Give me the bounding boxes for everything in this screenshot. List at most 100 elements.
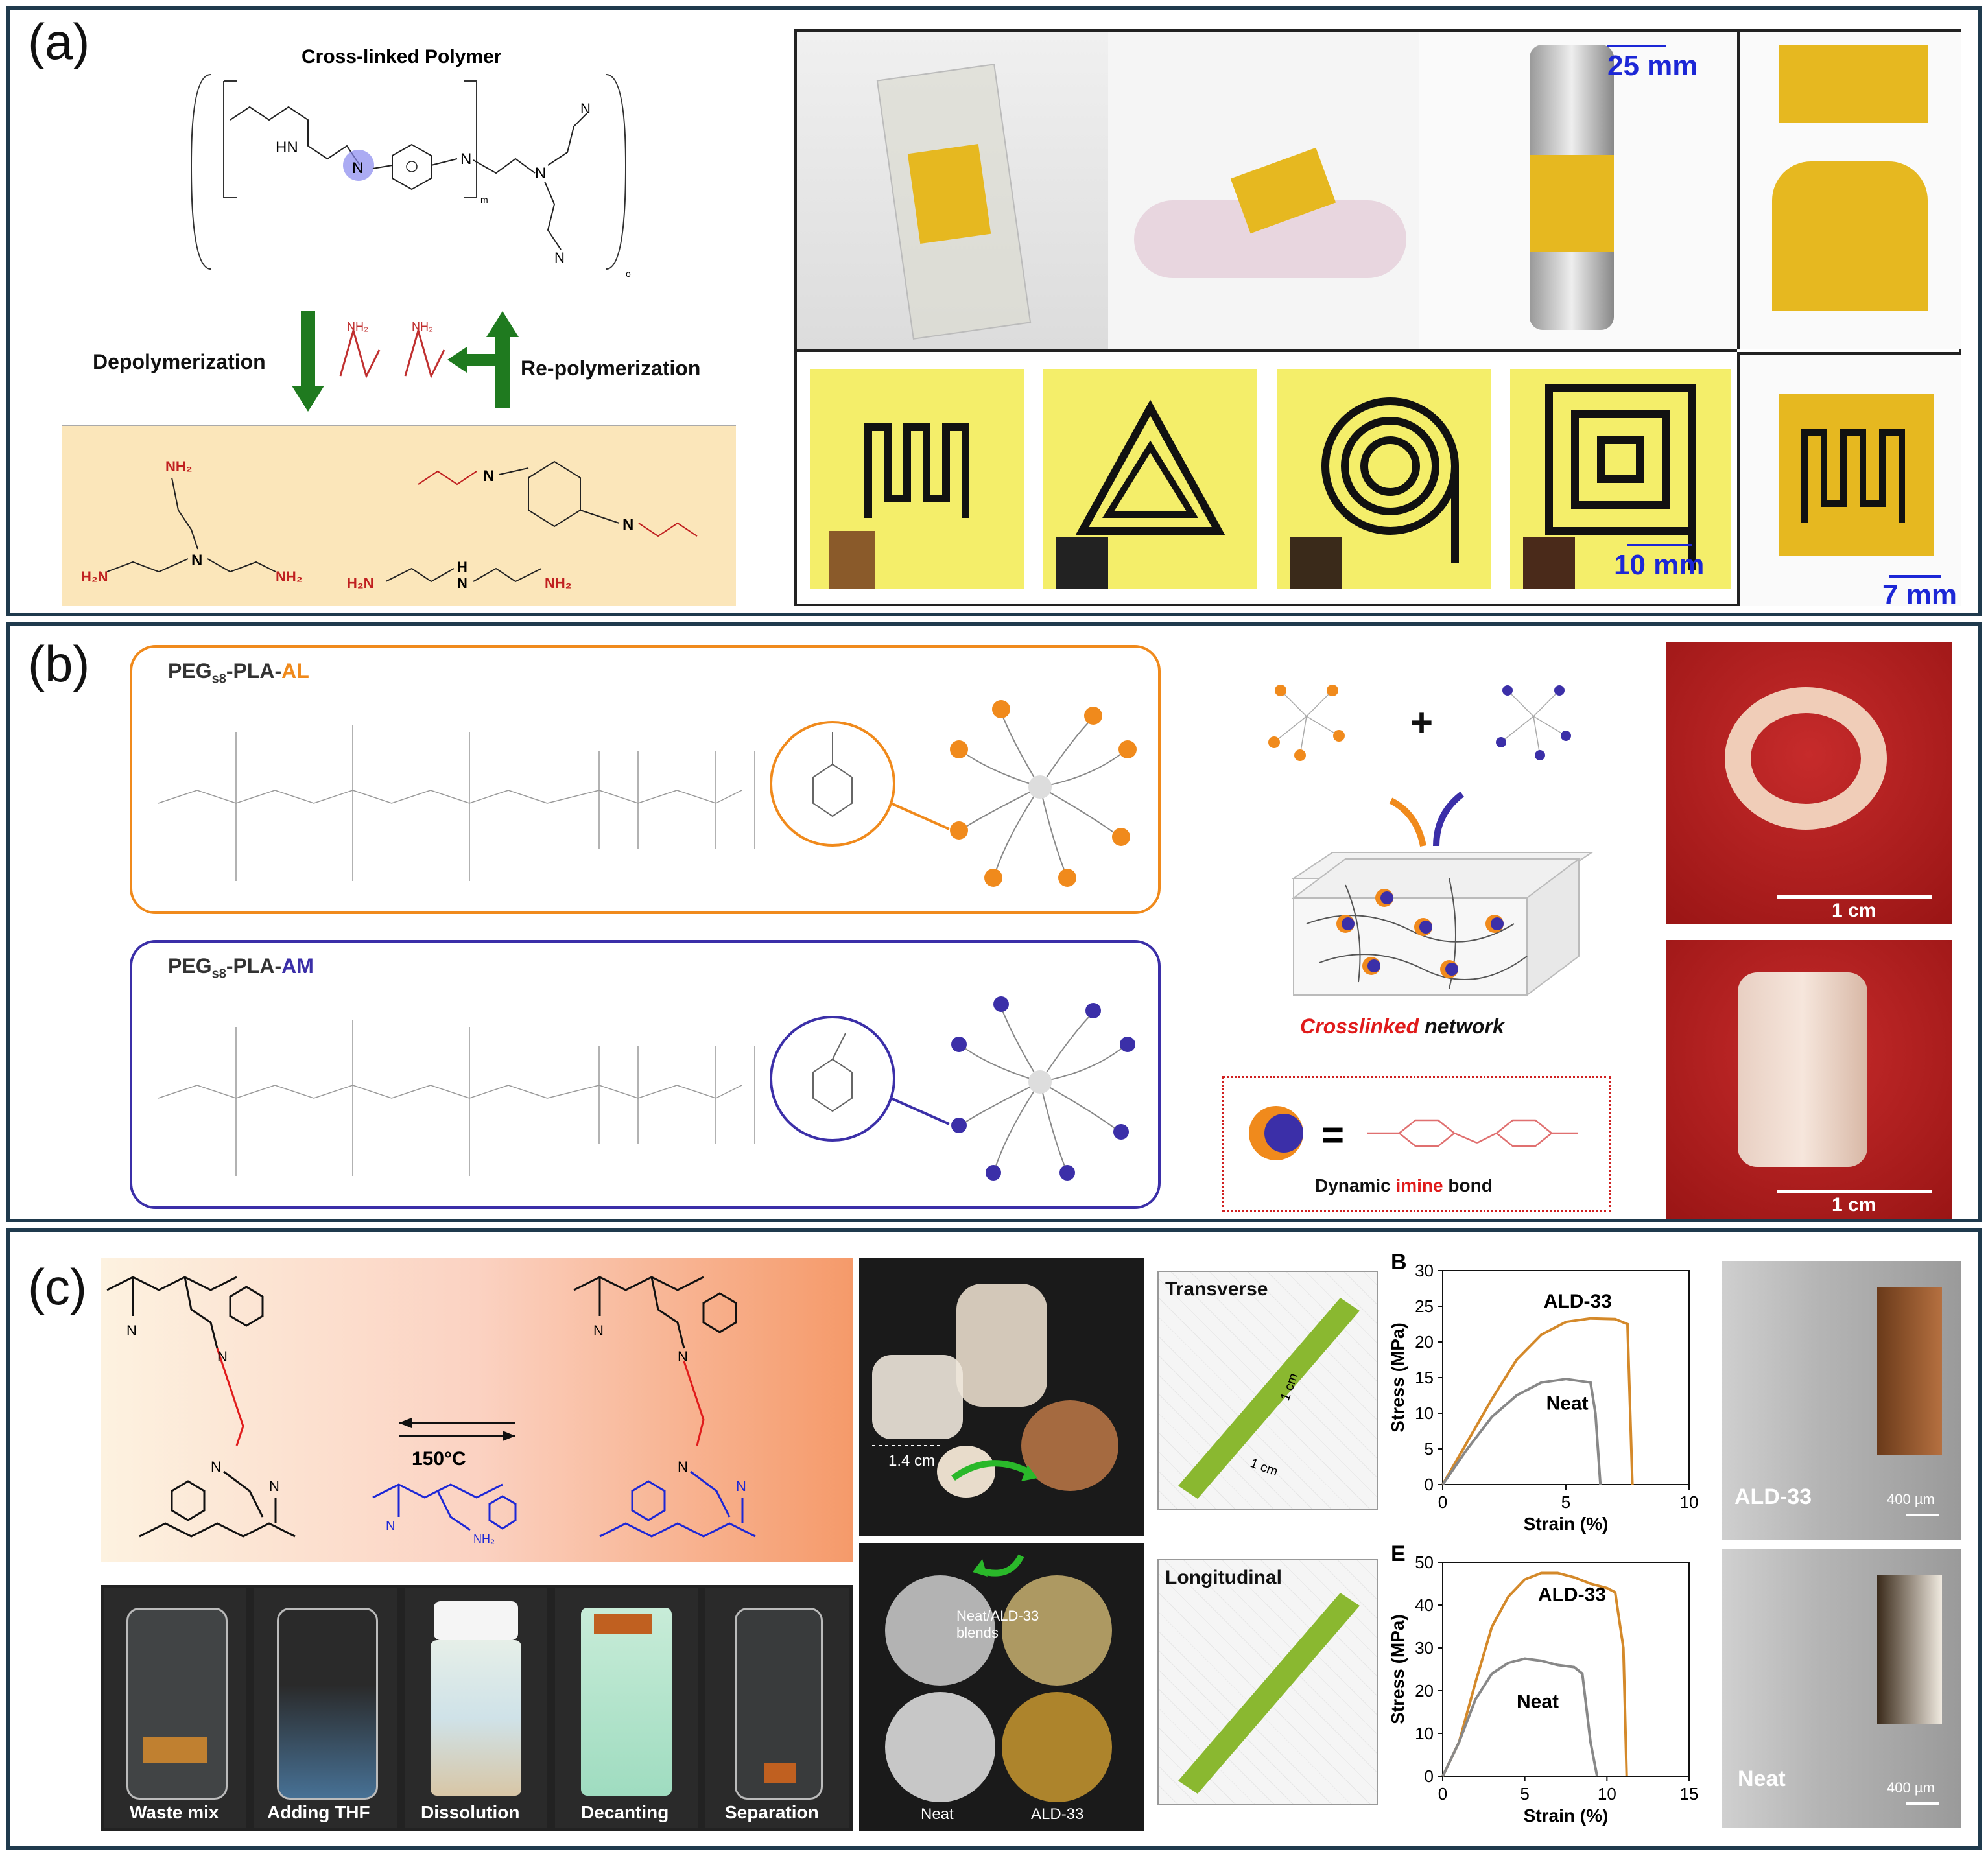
vial-waste-mix: Waste mix: [104, 1588, 246, 1828]
sem-ald33-scale: 400 µm: [1887, 1491, 1935, 1507]
pattern-square-spiral: 10 mm: [1510, 369, 1731, 589]
panel-a-label: (a): [28, 13, 90, 70]
vial-strip: Waste mix Adding THF Dissolution Decanti…: [101, 1585, 853, 1831]
transverse-label: Transverse: [1165, 1278, 1268, 1300]
x-tick-label: 0: [1438, 1492, 1447, 1512]
monomer-structures: NH₂ N H₂N NH₂ N N H₂N H N NH₂: [81, 458, 698, 591]
longitudinal-print-box: Longitudinal: [1157, 1559, 1378, 1805]
scale-10mm: 10 mm: [1614, 549, 1705, 581]
dim-1cm-b: 1 cm: [1248, 1456, 1279, 1479]
y-tick-label: 20: [1415, 1332, 1434, 1352]
svg-text:N: N: [269, 1478, 279, 1494]
al-suffix: AL: [281, 659, 309, 683]
photo-3d-prints: 1.4 cm: [859, 1258, 1144, 1536]
vial-label-3: Decanting: [581, 1802, 669, 1822]
panel-letter: E: [1391, 1543, 1406, 1566]
series-label-ald-33: ALD-33: [1538, 1584, 1606, 1605]
am-suffix: AM: [281, 954, 314, 978]
y-tick-label: 50: [1415, 1553, 1434, 1572]
depolymerization-arrows: NH₂ NH₂: [292, 311, 519, 412]
svg-text:N: N: [580, 100, 591, 117]
al-prefix: PEG: [168, 659, 212, 683]
svg-text:NH₂: NH₂: [473, 1533, 495, 1545]
reaction-temperature: 150°C: [412, 1448, 466, 1470]
cross-linked-polymer-structure: Cross-linked Polymer HN N N N N N m o: [190, 46, 631, 279]
al-sub: s8: [211, 672, 226, 687]
svg-text:NH₂: NH₂: [347, 320, 368, 333]
repolymerization-label: Re-polymerization: [521, 357, 701, 380]
svg-text:NH₂: NH₂: [545, 575, 572, 591]
panel-letter: B: [1391, 1251, 1407, 1275]
vial-adding-thf: Adding THF: [254, 1588, 397, 1828]
x-axis-label: Strain (%): [1524, 1805, 1609, 1826]
print-scale-label: 1.4 cm: [888, 1452, 936, 1470]
sem-ald33: ALD-33 400 µm: [1722, 1261, 1961, 1540]
y-tick-label: 30: [1415, 1638, 1434, 1658]
svg-text:N: N: [736, 1478, 746, 1494]
vial-decanting: Decanting: [555, 1588, 698, 1828]
y-tick-label: 0: [1425, 1767, 1434, 1786]
monomer-box: NH₂ N H₂N NH₂ N N H₂N H N NH₂: [62, 425, 736, 606]
svg-text:N: N: [678, 1459, 688, 1475]
peg-pla-am-box: PEGs8-PLA-AM: [130, 940, 1161, 1209]
al-star-polymer: [950, 700, 1137, 887]
peg-pla-am-title: PEGs8-PLA-AM: [168, 954, 314, 981]
y-tick-label: 15: [1415, 1368, 1434, 1387]
svg-text:H₂N: H₂N: [347, 575, 374, 591]
vial-label-4: Separation: [725, 1802, 819, 1822]
x-tick-label: 5: [1520, 1784, 1529, 1803]
scale-25mm: 25 mm: [1607, 50, 1698, 82]
y-tick-label: 10: [1415, 1724, 1434, 1743]
scale-7mm: 7 mm: [1882, 579, 1957, 606]
vial-label-2: Dissolution: [421, 1802, 520, 1822]
y-tick-label: 0: [1425, 1475, 1434, 1494]
am-mid: -PLA-: [226, 954, 282, 978]
photo-hydrogel-ring: 1 cm: [1666, 642, 1952, 924]
bond-word2: imine: [1395, 1175, 1443, 1195]
y-axis-label: Stress (MPa): [1388, 1322, 1408, 1433]
svg-text:N: N: [678, 1348, 688, 1365]
x-tick-label: 15: [1680, 1784, 1699, 1803]
plot-frame: [1442, 1562, 1690, 1777]
peg-pla-al-title: PEGs8-PLA-AL: [168, 659, 309, 687]
am-star-polymer: [951, 996, 1135, 1181]
svg-text:N: N: [483, 467, 494, 485]
x-tick-label: 0: [1438, 1784, 1447, 1803]
x-axis-label: Strain (%): [1524, 1514, 1609, 1534]
am-prefix: PEG: [168, 954, 212, 978]
photo-sensor-on-slide: [797, 32, 1108, 349]
svg-text:H: H: [457, 559, 467, 575]
svg-text:N: N: [211, 1459, 221, 1475]
photo-bent-sensor-top: [1737, 32, 1961, 349]
y-tick-label: 30: [1415, 1261, 1434, 1280]
blend-label: Neat/ALD-33 blends: [956, 1608, 1039, 1641]
al-structure: [158, 721, 950, 881]
plus-sign: +: [1410, 701, 1433, 744]
x-tick-label: 10: [1680, 1492, 1699, 1512]
cup-neat-label: Neat: [921, 1805, 954, 1823]
pattern-spiral: [1277, 369, 1491, 589]
series-line-ald-33: [1441, 1317, 1634, 1485]
svg-text:N: N: [460, 150, 471, 168]
y-tick-label: 5: [1425, 1439, 1434, 1459]
crosslinked-network-box: [1292, 858, 1581, 996]
vitrimer-structures: N N N N 150°C N NH₂: [106, 1276, 756, 1545]
series-line-neat: [1441, 1378, 1602, 1486]
svg-text:NH₂: NH₂: [412, 320, 433, 333]
network-word2: network: [1419, 1015, 1504, 1038]
series-line-neat: [1441, 1657, 1599, 1777]
panel-c: (c) N N N N 150°C: [6, 1228, 1982, 1850]
svg-text:N: N: [191, 552, 202, 569]
svg-text:NH₂: NH₂: [165, 458, 193, 475]
vial-label-0: Waste mix: [130, 1802, 219, 1822]
series-label-ald-33: ALD-33: [1544, 1291, 1612, 1312]
svg-text:NH₂: NH₂: [276, 569, 303, 585]
svg-text:N: N: [622, 516, 633, 534]
svg-text:N: N: [217, 1348, 228, 1365]
x-tick-label: 5: [1561, 1492, 1570, 1512]
svg-text:N: N: [535, 165, 546, 182]
y-tick-label: 20: [1415, 1681, 1434, 1700]
am-structure: [158, 1016, 950, 1176]
panel-b-label: (b): [28, 635, 90, 692]
